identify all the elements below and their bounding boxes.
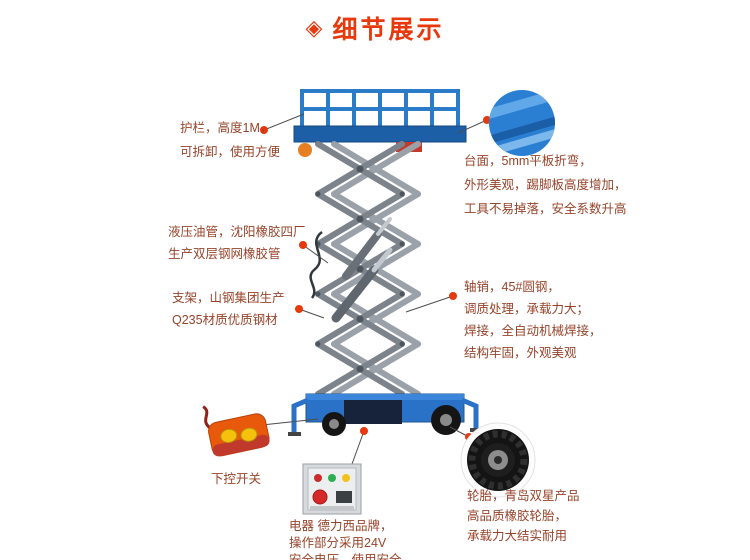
hose-reel [298,143,312,157]
callout-support-frame: 支架，山钢集团生产 Q235材质优质钢材 [172,287,285,331]
control-panel-photo [302,463,362,515]
tire-detail-photo [460,422,536,498]
callout-support-frame-line: 支架，山钢集团生产 [172,291,285,305]
diamond-icon: ◈ [305,15,323,40]
callout-guardrail-line: 护栏，高度1M， [180,121,273,135]
callout-axle-pin-line: 轴销，45#圆钢， [464,280,560,294]
remote-control-photo [202,405,270,457]
callout-platform-line: 外形美观，踢脚板高度增加， [464,178,627,192]
callout-guardrail: 护栏，高度1M， 可拆卸，使用方便 [180,116,280,164]
callout-axle-pin-line: 调质处理，承载力大； [464,302,590,316]
hydraulic-cylinders [331,217,393,323]
wheels [322,405,461,436]
callout-electrics-line: 操作部分采用24V [289,536,387,550]
callout-platform-line: 台面，5mm平板折弯， [464,154,592,168]
callout-axle-pin-line: 焊接，全自动机械焊接， [464,324,602,338]
callout-tires: 轮胎，青岛双星产品 高品质橡胶轮胎， 承载力大结实耐用 [467,486,580,546]
callout-guardrail-line: 可拆卸，使用方便 [180,145,281,159]
guardrail-rails [300,89,460,128]
callout-platform-line: 工具不易掉落，安全系数升高 [464,202,627,216]
callout-hydraulic-hose-line: 液压油管，沈阳橡胶四厂 [168,225,306,239]
page-title-text: 细节展示 [332,16,445,44]
callout-tires-line: 高品质橡胶轮胎， [467,509,568,523]
callout-electrics-line: 安全电压，使用安全 [289,553,402,560]
callout-support-frame-line: Q235材质优质钢材 [172,313,278,327]
callout-hydraulic-hose-line: 生产双层钢网橡胶管 [168,247,281,261]
callout-axle-pin: 轴销，45#圆钢， 调质处理，承载力大； 焊接，全自动机械焊接， 结构牢固，外观… [464,276,602,364]
page-title: ◈ 细节展示 [0,10,750,46]
callout-platform: 台面，5mm平板折弯， 外形美观，踢脚板高度增加， 工具不易掉落，安全系数升高 [464,149,627,221]
callout-tires-line: 承载力大结实耐用 [467,529,568,543]
hydraulic-hose [309,231,323,299]
leader-lines [261,113,488,465]
callout-tires-line: 轮胎，青岛双星产品 [467,489,580,503]
callout-lower-control-switch: 下控开关 [211,468,261,491]
callout-hydraulic-hose: 液压油管，沈阳橡胶四厂 生产双层钢网橡胶管 [168,221,306,265]
callout-electrics-line: 电器 德力西品牌， [289,519,393,533]
pivot-pins [315,165,405,373]
platform-deck [293,125,467,143]
callout-electrics: 电器 德力西品牌， 操作部分采用24V 安全电压，使用安全 [289,518,402,560]
platform-detail-photo [489,90,555,156]
callout-lower-control-switch-line: 下控开关 [211,472,262,486]
callout-axle-pin-line: 结构牢固，外观美观 [464,346,577,360]
